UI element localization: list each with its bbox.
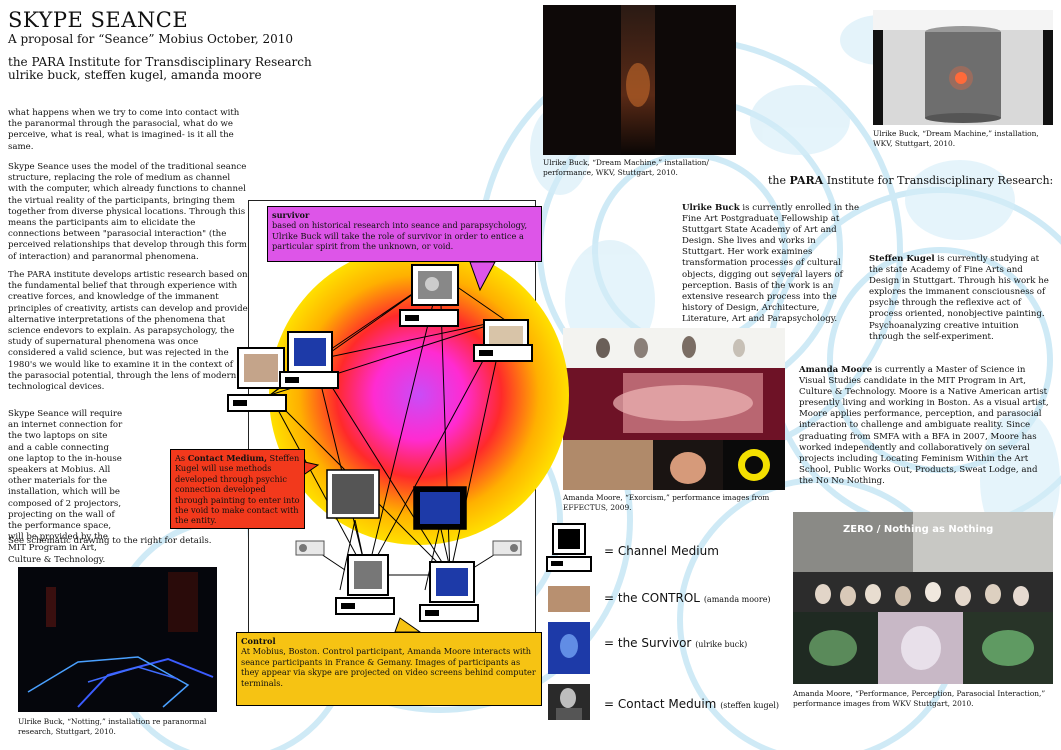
- projector-right: [492, 540, 522, 556]
- contact-medium-callout: As Contact Medium, Steffen Kugel will us…: [170, 449, 305, 529]
- para-prefix: the: [768, 174, 790, 187]
- legend-item: = Channel Medium: [604, 544, 719, 558]
- performance-photo: ZERO / Nothing as Nothing: [793, 512, 1053, 684]
- bio-ulrike-buck: Ulrike Buck is currently enrolled in the…: [682, 203, 860, 325]
- legend-contact-thumb: [548, 684, 590, 720]
- legend-note: (steffen kugel): [720, 701, 780, 710]
- computer-survivor-top: [399, 264, 459, 327]
- survivor-callout: survivor based on historical research in…: [267, 206, 542, 262]
- intro-paragraph-4: Skype Seance will require an internet co…: [8, 409, 123, 565]
- para-bold: PARA: [789, 174, 824, 187]
- legend-label: = the CONTROL: [604, 591, 700, 605]
- bio-name: Amanda Moore: [799, 365, 873, 375]
- projection-screen-left: [326, 469, 380, 519]
- para-institute-heading: the PARA Institute for Transdisciplinary…: [768, 174, 1053, 187]
- computer-left-1: [227, 347, 287, 412]
- institute-heading: the PARA Institute for Transdisciplinary…: [8, 56, 312, 82]
- dream-machine-photo-2: [873, 10, 1053, 125]
- performance-caption: Amanda Moore, “Performance, Perception, …: [793, 689, 1046, 708]
- computer-bottom-right: [419, 561, 479, 622]
- contact-prefix: As: [175, 453, 188, 463]
- bio-name: Steffen Kugel: [869, 254, 935, 264]
- survivor-text: based on historical research into seance…: [272, 220, 528, 252]
- bio-text: is currently a Master of Science in Visu…: [799, 365, 1049, 486]
- survivor-title: survivor: [272, 210, 310, 220]
- zero-overlay-text: ZERO / Nothing as Nothing: [843, 524, 994, 535]
- projection-screen-right: [413, 486, 467, 530]
- notting-caption: Ulrike Buck, “Notting,” installation re …: [18, 717, 207, 736]
- bio-steffen-kugel: Steffen Kugel is currently studying at t…: [869, 254, 1049, 343]
- intro-paragraph-1: what happens when we try to come into co…: [8, 108, 240, 152]
- computer-bottom-left: [335, 554, 395, 615]
- para-suffix: Institute for Transdisciplinary Research…: [823, 174, 1054, 187]
- exorcism-caption: Amanda Moore, “Exorcism,” performance im…: [563, 493, 770, 512]
- page-title: SKYPE SEANCE: [8, 8, 189, 32]
- page-subtitle: A proposal for “Seance” Mobius October, …: [8, 32, 294, 46]
- intro-paragraph-5: See schematic drawing to the right for d…: [8, 536, 212, 546]
- legend-item: = the CONTROL (amanda moore): [604, 591, 771, 605]
- computer-left-2: [279, 331, 339, 389]
- bio-name: Ulrike Buck: [682, 203, 740, 213]
- legend-label: = Contact Meduim: [604, 697, 717, 711]
- dream-machine-caption-1: Ulrike Buck, “Dream Machine,” installati…: [543, 158, 709, 177]
- bio-amanda-moore: Amanda Moore is currently a Master of Sc…: [799, 365, 1049, 487]
- bio-text: is currently enrolled in the Fine Art Po…: [682, 203, 860, 324]
- authors-line: ulrike buck, steffen kugel, amanda moore: [8, 68, 262, 82]
- intro-paragraph-3: The PARA institute develops artistic res…: [8, 270, 248, 393]
- projector-left: [295, 540, 325, 556]
- notting-photo: [18, 567, 217, 712]
- legend-item: = Contact Meduim (steffen kugel): [604, 697, 779, 711]
- dream-machine-photo-1: [543, 5, 736, 155]
- legend-note: (ulrike buck): [695, 640, 748, 649]
- intro-paragraph-2: Skype Seance uses the model of the tradi…: [8, 162, 247, 262]
- legend-control-thumb: [548, 586, 590, 612]
- computer-control-top-right: [473, 319, 533, 362]
- bio-text: is currently studying at the state Acade…: [869, 254, 1049, 342]
- legend-label: = the Survivor: [604, 636, 692, 650]
- contact-title: Contact Medium,: [187, 453, 267, 463]
- legend-channel-medium-icon: [545, 522, 593, 574]
- control-text: At Mobius, Boston. Control participant, …: [241, 646, 536, 688]
- control-callout: Control At Mobius, Boston. Control parti…: [236, 632, 542, 706]
- legend-survivor-thumb: [548, 622, 590, 674]
- institute-line: the PARA Institute for Transdisciplinary…: [8, 55, 312, 69]
- legend-note: (amanda moore): [703, 595, 771, 604]
- legend-item: = the Survivor (ulrike buck): [604, 636, 747, 650]
- legend-label: = Channel Medium: [604, 544, 719, 558]
- dream-machine-caption-2: Ulrike Buck, “Dream Machine,” installati…: [873, 129, 1039, 148]
- exorcism-photo: [563, 328, 785, 490]
- control-title: Control: [241, 636, 276, 646]
- contact-text: Steffen Kugel will use methods developed…: [175, 453, 300, 526]
